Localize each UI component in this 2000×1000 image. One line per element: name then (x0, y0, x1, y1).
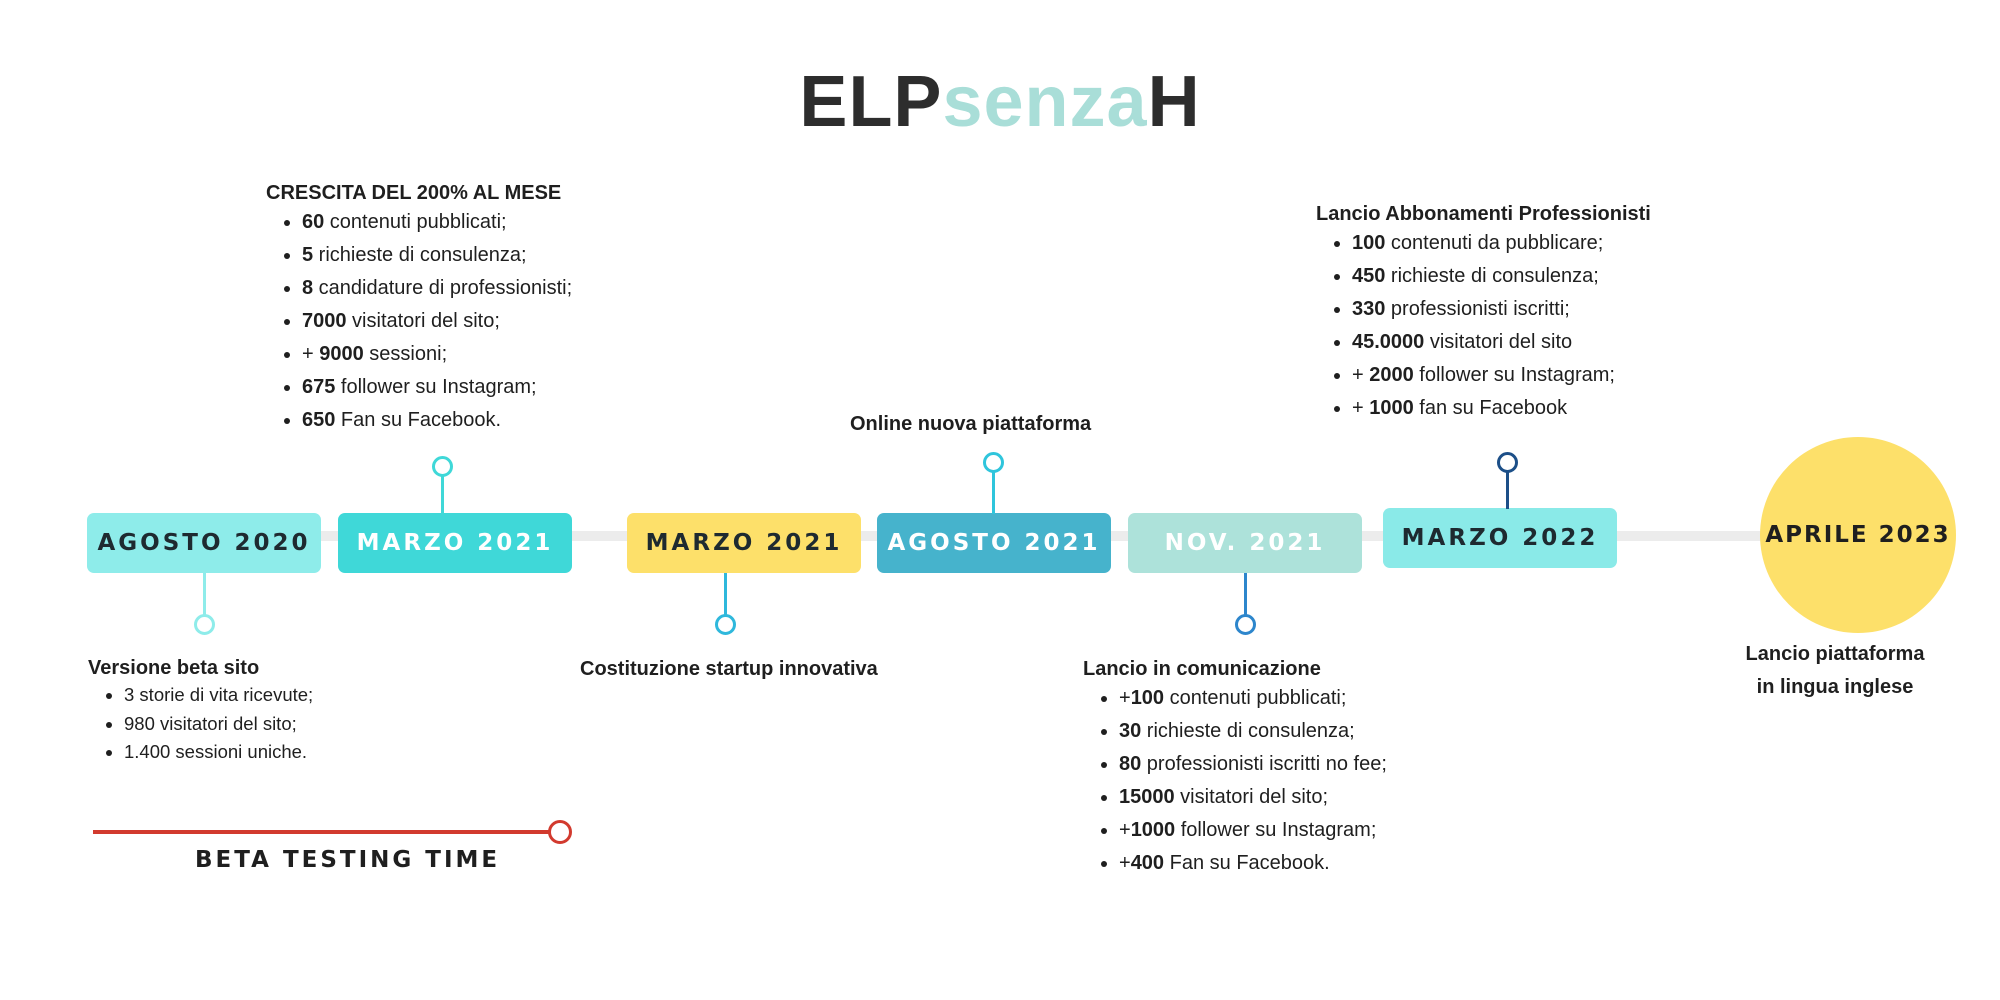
list-item: +400 Fan su Facebook. (1119, 847, 1413, 880)
note-growth: CRESCITA DEL 200% AL MESE 60 contenuti p… (266, 180, 572, 437)
list-item: 675 follower su Instagram; (302, 371, 572, 404)
note-english: Lancio piattaforma in lingua inglese (1705, 638, 1965, 704)
list-item: 30 richieste di consulenza; (1119, 715, 1413, 748)
milestone-stem (1506, 470, 1509, 509)
milestone-agosto-2021: AGOSTO 2021 (877, 513, 1111, 573)
note-list: +100 contenuti pubblicati; 30 richieste … (1083, 682, 1413, 880)
list-item: 45.0000 visitatori del sito (1352, 326, 1651, 359)
note-list: 100 contenuti da pubblicare; 450 richies… (1316, 227, 1651, 425)
note-beta-site: Versione beta sito 3 storie di vita rice… (88, 655, 313, 767)
beta-testing-label: BETA TESTING TIME (195, 847, 501, 873)
logo-part-h: H (1147, 62, 1201, 142)
milestone-ring (432, 456, 453, 477)
note-list: 3 storie di vita ricevute; 980 visitator… (88, 681, 313, 767)
logo: ELPsenzaH (0, 62, 2000, 142)
list-item: 15000 visitatori del sito; (1119, 781, 1413, 814)
milestone-marzo-2022: MARZO 2022 (1383, 508, 1617, 568)
list-item: 450 richieste di consulenza; (1352, 260, 1651, 293)
note-heading: Lancio in comunicazione (1083, 658, 1321, 680)
milestone-stem (724, 573, 727, 620)
milestone-ring (983, 452, 1004, 473)
list-item: 100 contenuti da pubblicare; (1352, 227, 1651, 260)
milestone-stem (441, 474, 444, 514)
milestone-nov-2021: NOV. 2021 (1128, 513, 1362, 573)
list-item: 3 storie di vita ricevute; (124, 681, 313, 710)
milestone-agosto-2020: AGOSTO 2020 (87, 513, 321, 573)
note-list: 60 contenuti pubblicati; 5 richieste di … (266, 206, 572, 437)
milestone-stem (203, 573, 206, 620)
list-item: 80 professionisti iscritti no fee; (1119, 748, 1413, 781)
milestone-marzo-2021-growth: MARZO 2021 (338, 513, 572, 573)
list-item: 980 visitatori del sito; (124, 710, 313, 739)
note-communication: Lancio in comunicazione +100 contenuti p… (1083, 656, 1413, 880)
list-item: +1000 follower su Instagram; (1119, 814, 1413, 847)
note-heading: Versione beta sito (88, 657, 260, 679)
note-english-line2: in lingua inglese (1756, 676, 1914, 698)
milestone-marzo-2021-startup: MARZO 2021 (627, 513, 861, 573)
list-item: 7000 visitatori del sito; (302, 305, 572, 338)
list-item: 650 Fan su Facebook. (302, 404, 572, 437)
milestone-ring (715, 614, 736, 635)
note-subscriptions: Lancio Abbonamenti Professionisti 100 co… (1316, 201, 1651, 425)
list-item: 5 richieste di consulenza; (302, 239, 572, 272)
milestone-ring (1235, 614, 1256, 635)
list-item: +100 contenuti pubblicati; (1119, 682, 1413, 715)
list-item: 330 professionisti iscritti; (1352, 293, 1651, 326)
milestone-ring (1497, 452, 1518, 473)
logo-part-elp: ELP (799, 62, 943, 142)
milestone-aprile-2023: APRILE 2023 (1760, 437, 1956, 633)
beta-testing-line (93, 830, 553, 834)
list-item: + 2000 follower su Instagram; (1352, 359, 1651, 392)
beta-testing-ring (548, 820, 572, 844)
milestone-stem (992, 470, 995, 514)
list-item: 1.400 sessioni uniche. (124, 738, 313, 767)
logo-part-senza: senza (942, 62, 1148, 142)
note-heading: Lancio Abbonamenti Professionisti (1316, 203, 1651, 225)
milestone-stem (1244, 573, 1247, 620)
milestone-ring (194, 614, 215, 635)
note-english-line1: Lancio piattaforma (1745, 643, 1925, 665)
note-new-platform: Online nuova piattaforma (850, 413, 1092, 435)
list-item: 60 contenuti pubblicati; (302, 206, 572, 239)
list-item: + 1000 fan su Facebook (1352, 392, 1651, 425)
list-item: + 9000 sessioni; (302, 338, 572, 371)
note-heading: CRESCITA DEL 200% AL MESE (266, 182, 562, 204)
list-item: 8 candidature di professionisti; (302, 272, 572, 305)
note-startup: Costituzione startup innovativa (580, 658, 878, 680)
